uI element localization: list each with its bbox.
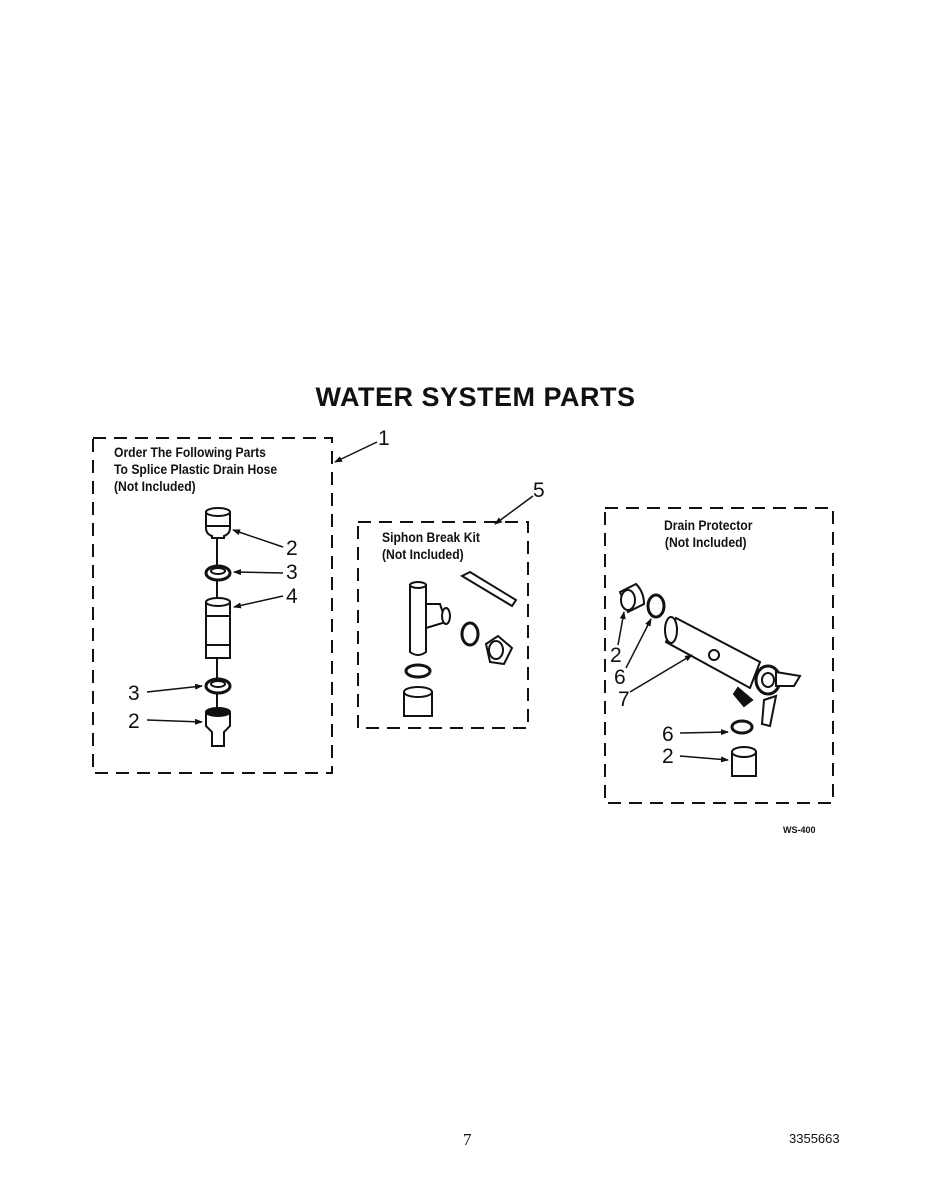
drain-protector-line-2: (Not Included) <box>664 535 747 550</box>
callout-splice-3-bottom: 3 <box>128 682 140 705</box>
callout-splice-3-top: 3 <box>286 561 298 584</box>
siphon-parts <box>403 570 518 717</box>
callout-1: 1 <box>378 427 390 450</box>
callout-drain-7: 7 <box>618 688 630 711</box>
callout-5: 5 <box>533 479 545 502</box>
splice-kit-box <box>92 437 333 774</box>
page-number: 7 <box>463 1130 472 1149</box>
callout-splice-2-top: 2 <box>286 537 298 560</box>
splice-kit-line-1: Order The Following Parts <box>114 445 266 460</box>
drain-protector-label: Drain Protector (Not Included) <box>664 517 752 551</box>
callout-splice-4: 4 <box>286 585 298 608</box>
figure-code: WS-400 <box>783 825 816 835</box>
callout-drain-6-top: 6 <box>614 666 626 689</box>
drain-protector-box <box>604 507 834 804</box>
page-title: WATER SYSTEM PARTS <box>315 382 636 412</box>
splice-parts <box>204 507 232 747</box>
leader-1 <box>334 441 378 463</box>
drain-protector-line-1: Drain Protector <box>664 518 753 533</box>
drain-protector-parts <box>618 582 802 777</box>
document-number: 3355663 <box>789 1131 840 1146</box>
siphon-kit-line-1: Siphon Break Kit <box>382 530 480 545</box>
splice-kit-label: Order The Following Parts To Splice Plas… <box>114 444 277 495</box>
callout-drain-2-top: 2 <box>610 644 622 667</box>
leader-5 <box>494 495 534 525</box>
siphon-kit-line-2: (Not Included) <box>382 547 464 562</box>
splice-kit-line-3: (Not Included) <box>114 479 196 494</box>
siphon-kit-box <box>357 521 529 729</box>
callout-drain-2-bottom: 2 <box>662 745 674 768</box>
splice-kit-line-2: To Splice Plastic Drain Hose <box>114 462 278 477</box>
callout-drain-6-bottom: 6 <box>662 723 674 746</box>
siphon-kit-label: Siphon Break Kit (Not Included) <box>382 529 480 563</box>
callout-splice-2-bottom: 2 <box>128 710 140 733</box>
